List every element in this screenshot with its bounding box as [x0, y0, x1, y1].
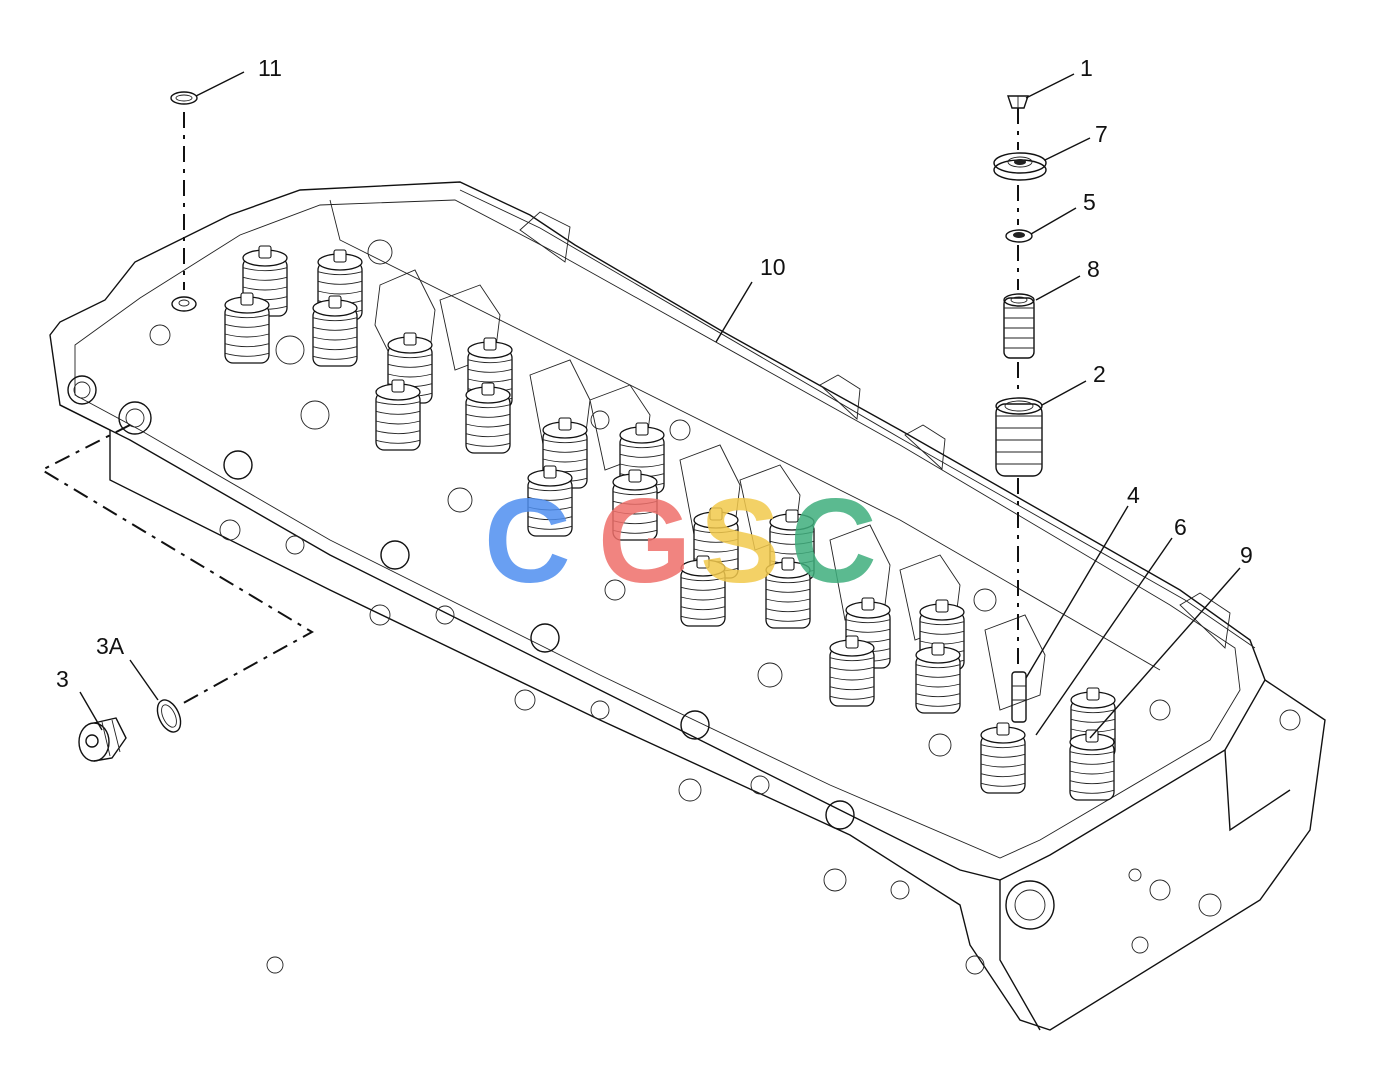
callout-1: 1 — [1080, 55, 1093, 81]
valve-rotator — [1005, 229, 1033, 243]
installed-spring — [612, 469, 658, 541]
callout-10: 10 — [760, 254, 786, 280]
callout-3: 3 — [56, 666, 69, 692]
cylinder-head — [49, 181, 1326, 1031]
callout-11: 11 — [258, 55, 282, 81]
watermark-logo: C G S C — [484, 474, 877, 608]
installed-spring — [829, 635, 875, 707]
callout-labels: 11 1 7 5 8 2 10 4 6 9 3 3A — [56, 55, 1253, 692]
installed-spring — [680, 555, 726, 627]
inner-valve-spring — [1003, 293, 1035, 359]
callout-9: 9 — [1240, 542, 1253, 568]
spring-retainer — [993, 152, 1047, 181]
callout-8: 8 — [1087, 256, 1100, 282]
exploded-valve-parts — [993, 95, 1047, 723]
callout-3a: 3A — [96, 633, 125, 659]
callout-7: 7 — [1095, 121, 1108, 147]
installed-spring — [765, 557, 811, 629]
watermark-letter-4: C — [790, 474, 877, 608]
installed-spring — [980, 722, 1026, 794]
valve-seal — [1011, 671, 1027, 723]
plug-assembly — [39, 424, 315, 762]
installed-spring — [1069, 729, 1115, 801]
outer-valve-spring — [995, 397, 1043, 477]
installed-spring — [465, 382, 511, 454]
installed-spring — [915, 642, 961, 714]
plug — [78, 717, 127, 762]
valve-keeper — [1007, 95, 1029, 109]
watermark-letter-1: C — [484, 474, 571, 608]
callout-4: 4 — [1127, 482, 1140, 508]
installed-spring — [375, 379, 421, 451]
watermark-letter-2: G — [598, 474, 691, 608]
o-ring-seal — [170, 91, 198, 312]
installed-valve-springs — [224, 245, 1116, 801]
leader-lines — [79, 71, 1241, 739]
callout-6: 6 — [1174, 514, 1187, 540]
watermark-letter-3: S — [700, 474, 780, 608]
callout-2: 2 — [1093, 361, 1106, 387]
sealing-washer — [156, 699, 182, 733]
installed-spring — [224, 292, 270, 364]
callout-5: 5 — [1083, 189, 1096, 215]
installed-spring — [527, 465, 573, 537]
installed-spring — [312, 295, 358, 367]
